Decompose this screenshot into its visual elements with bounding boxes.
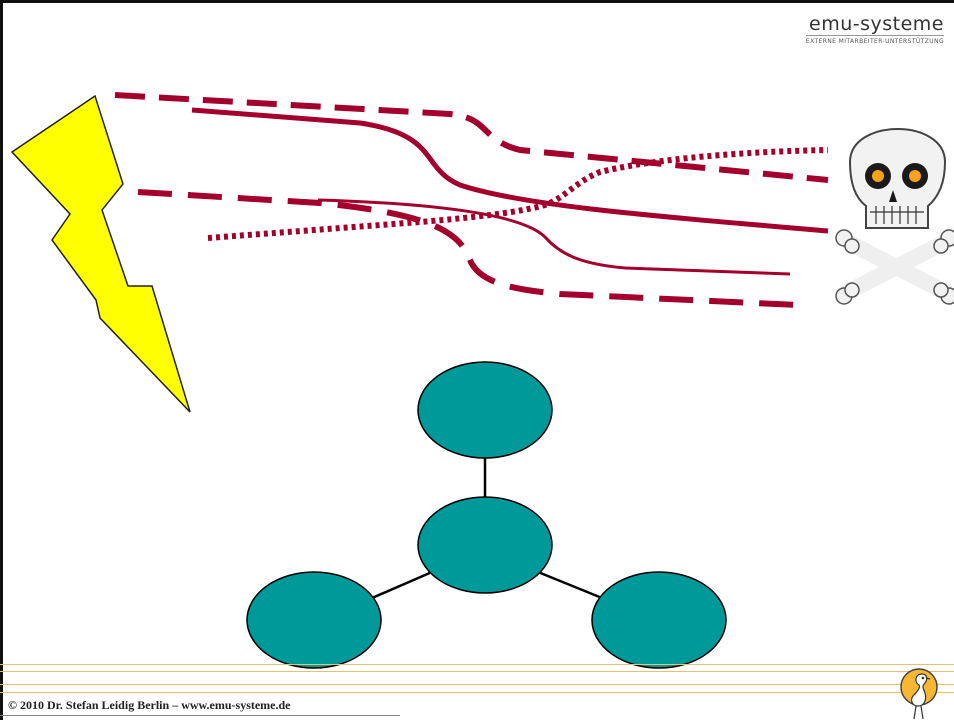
node-bottom-right xyxy=(591,571,727,669)
footer-copyright: © 2010 Dr. Stefan Leidig Berlin – www.em… xyxy=(8,698,291,712)
signal-line-dashed-top xyxy=(114,92,829,183)
footer-rule-3 xyxy=(0,684,954,685)
logo-divider xyxy=(805,35,944,36)
signal-line-solid-thick xyxy=(191,107,829,234)
slide-border-left xyxy=(0,0,3,720)
signal-line-solid-thin xyxy=(317,198,791,276)
footer-rule-4 xyxy=(0,692,954,693)
skull-crossbones-icon xyxy=(835,128,954,305)
footer-rule-1 xyxy=(0,664,954,665)
footer-underline xyxy=(0,715,400,716)
node-bottom-left xyxy=(246,571,382,669)
signal-lines xyxy=(114,92,829,308)
edge-center-bottom-left xyxy=(371,570,433,600)
signal-line-dashed-bottom xyxy=(137,189,799,308)
network-nodes xyxy=(246,361,727,669)
company-logo: emu-systeme Externe Mitarbeiter-Unterstü… xyxy=(805,13,944,45)
footer-rule-2 xyxy=(0,671,954,672)
node-center xyxy=(417,496,553,594)
logo-tagline: Externe Mitarbeiter-Unterstützung xyxy=(805,38,944,45)
lightning-bolt-icon xyxy=(10,94,191,413)
logo-wordmark: emu-systeme xyxy=(809,13,944,35)
emu-mascot-icon xyxy=(900,668,938,720)
edge-center-bottom-right xyxy=(537,570,603,600)
signal-line-dotted xyxy=(207,147,829,241)
node-top xyxy=(417,361,553,459)
slide-border-top xyxy=(0,0,954,3)
